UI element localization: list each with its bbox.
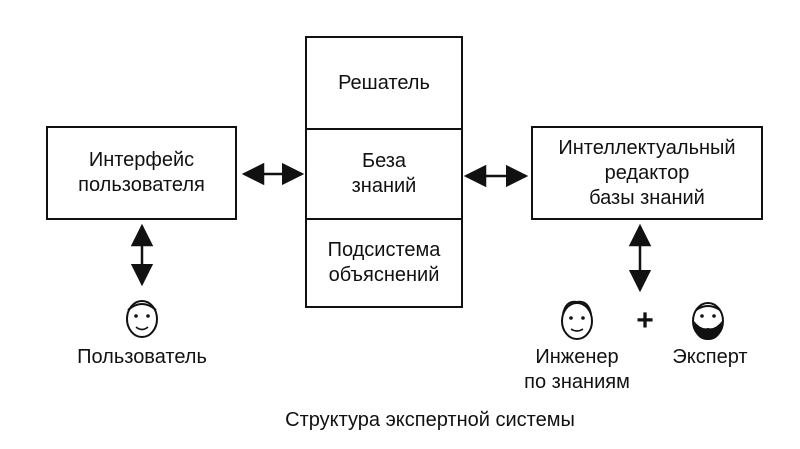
knowledge-base-cell: Беза знаний [307,130,461,220]
knowledge-engineer-label: Инженер по знаниям [524,346,630,393]
central-stack: Решатель Беза знаний Подсистема объяснен… [305,36,463,308]
expert-label: Эксперт [672,346,748,368]
user-interface-box: Интерфейс пользователя [46,126,237,220]
solver-label: Решатель [338,71,430,94]
expert-face-icon [692,302,724,340]
solver-cell: Решатель [307,38,461,130]
user-face-icon [126,300,158,338]
kb-editor-label: Интеллектуальный редактор базы знаний [558,136,736,209]
explanation-subsystem-cell: Подсистема объяснений [307,220,461,306]
plus-sign: + [636,304,654,337]
user-interface-label: Интерфейс пользователя [78,149,205,196]
user-label: Пользователь [77,346,207,368]
knowledge-base-label: Беза знаний [351,150,417,197]
knowledge-engineer-face-icon [561,300,593,340]
diagram-caption: Структура экспертной системы [285,409,575,431]
kb-editor-box: Интеллектуальный редактор базы знаний [531,126,763,220]
explanation-subsystem-label: Подсистема объяснений [327,239,441,286]
